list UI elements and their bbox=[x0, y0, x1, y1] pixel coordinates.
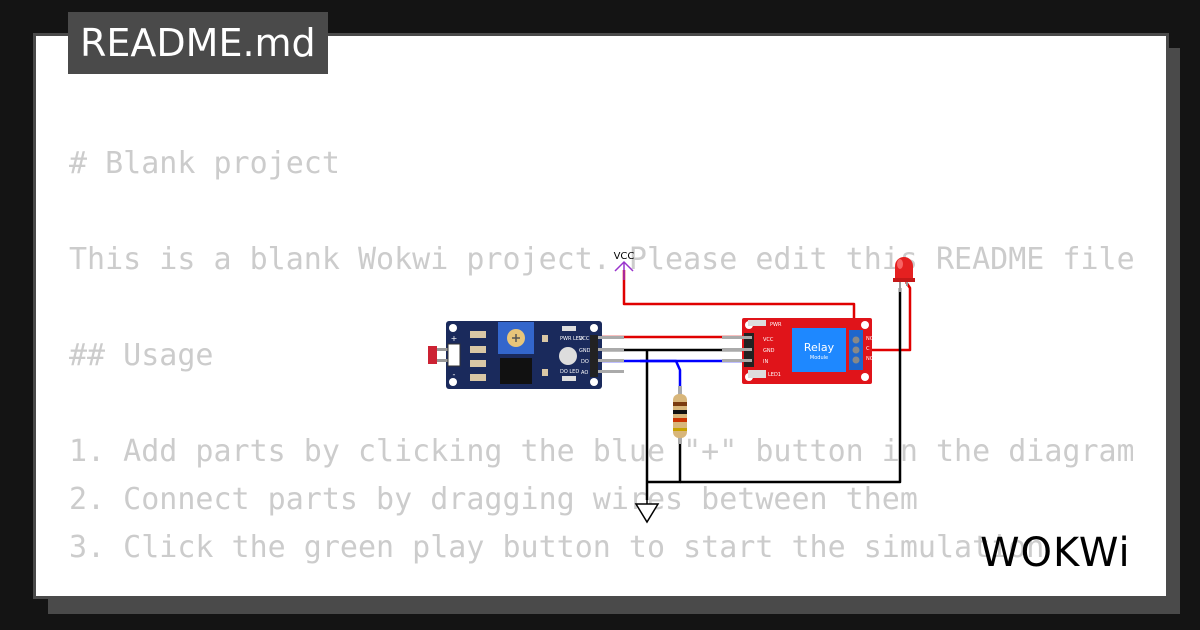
wokwi-logo: WOKWi bbox=[980, 530, 1131, 576]
readme-line: ## Usage bbox=[69, 338, 214, 373]
vcc-label: VCC bbox=[614, 251, 635, 262]
readme-line: # Blank project bbox=[69, 146, 340, 181]
sensor-minus-label: - bbox=[453, 370, 456, 379]
readme-line: This is a blank Wokwi project. Please ed… bbox=[69, 242, 1133, 277]
relay-pin-vcc: VCC bbox=[763, 337, 774, 343]
relay-terminal-no: NO bbox=[866, 336, 874, 342]
svg-text:WOKWi: WOKWi bbox=[980, 530, 1131, 576]
do-led-label: DO LED bbox=[560, 369, 579, 375]
vcc-symbol[interactable]: VCC bbox=[614, 251, 635, 280]
ground-symbol[interactable] bbox=[634, 488, 660, 524]
relay-pwr-label: PWR bbox=[770, 322, 782, 328]
readme-line: 2. Connect parts by dragging wires betwe… bbox=[69, 482, 918, 517]
relay-terminal-nc: NC bbox=[866, 356, 874, 362]
sensor-pin-vcc: VCC bbox=[579, 336, 590, 342]
resistor[interactable] bbox=[673, 386, 687, 444]
relay-module[interactable]: PWR VCC GND IN LED1 Relay Module NC C NO bbox=[722, 318, 874, 384]
relay-terminal-c: C bbox=[866, 346, 870, 352]
relay-pin-gnd: GND bbox=[763, 348, 775, 354]
wires bbox=[600, 270, 912, 500]
relay-pin-in: IN bbox=[763, 359, 768, 365]
relay-block bbox=[792, 328, 846, 372]
sensor-pin-ao: AO bbox=[581, 370, 588, 376]
relay-led-label: LED1 bbox=[768, 372, 781, 378]
light-sensor-module[interactable]: + - PWR LED DO LED VCC GND DO AO bbox=[428, 321, 624, 389]
readme-line: 1. Add parts by clicking the blue "+" bu… bbox=[69, 434, 1133, 469]
sensor-plus-label: + bbox=[451, 334, 458, 343]
wire-resistor-to-ground[interactable] bbox=[647, 440, 682, 484]
comparator-chip bbox=[500, 358, 532, 384]
wire-do-to-resistor[interactable] bbox=[640, 359, 682, 393]
pwr-led bbox=[559, 347, 577, 365]
red-led[interactable] bbox=[893, 257, 915, 292]
relay-subtitle: Module bbox=[810, 355, 828, 361]
sensor-pin-gnd: GND bbox=[579, 348, 591, 354]
sensor-pin-do: DO bbox=[581, 359, 589, 365]
readme-tab[interactable]: README.md bbox=[68, 12, 328, 74]
pwr-led-label: PWR LED bbox=[560, 336, 583, 342]
wire-led-cathode[interactable] bbox=[680, 288, 902, 484]
photoresistor bbox=[428, 346, 437, 364]
relay-title: Relay bbox=[804, 341, 835, 354]
readme-line: 3. Click the green play button to start … bbox=[69, 530, 1045, 565]
